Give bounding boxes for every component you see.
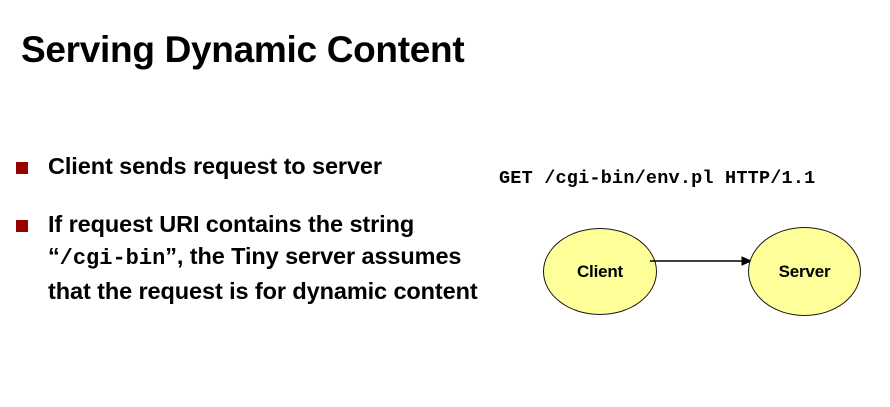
bullet-text-segment-after: ”, the Tiny server assumes that the requ… <box>48 243 478 304</box>
bullet-marker-icon <box>16 162 28 174</box>
bullet-text-cgi-bin-detection: If request URI contains the string “/cgi… <box>48 208 480 307</box>
bullet-text-client-sends-request: Client sends request to server <box>48 153 382 179</box>
bullet-item-client-sends-request: Client sends request to server <box>0 150 480 182</box>
diagram-node-client-label: Client <box>576 261 624 281</box>
page-title: Serving Dynamic Content <box>21 28 465 70</box>
diagram-node-server-label: Server <box>778 261 831 281</box>
inline-code-cgi-bin: /cgi-bin <box>59 246 166 271</box>
http-request-line: GET /cgi-bin/env.pl HTTP/1.1 <box>499 168 816 189</box>
bullet-text-segment-before: If request URI contains the string “ <box>48 211 415 269</box>
request-arrow-icon <box>650 256 753 266</box>
bullet-marker-icon <box>16 220 28 232</box>
bullet-list: Client sends request to server If reques… <box>0 150 480 333</box>
client-server-diagram: GET /cgi-bin/env.pl HTTP/1.1 Client Serv… <box>480 150 890 350</box>
bullet-item-cgi-bin-detection: If request URI contains the string “/cgi… <box>0 208 480 307</box>
diagram-node-client: Client <box>543 228 657 315</box>
diagram-node-server: Server <box>748 227 861 316</box>
